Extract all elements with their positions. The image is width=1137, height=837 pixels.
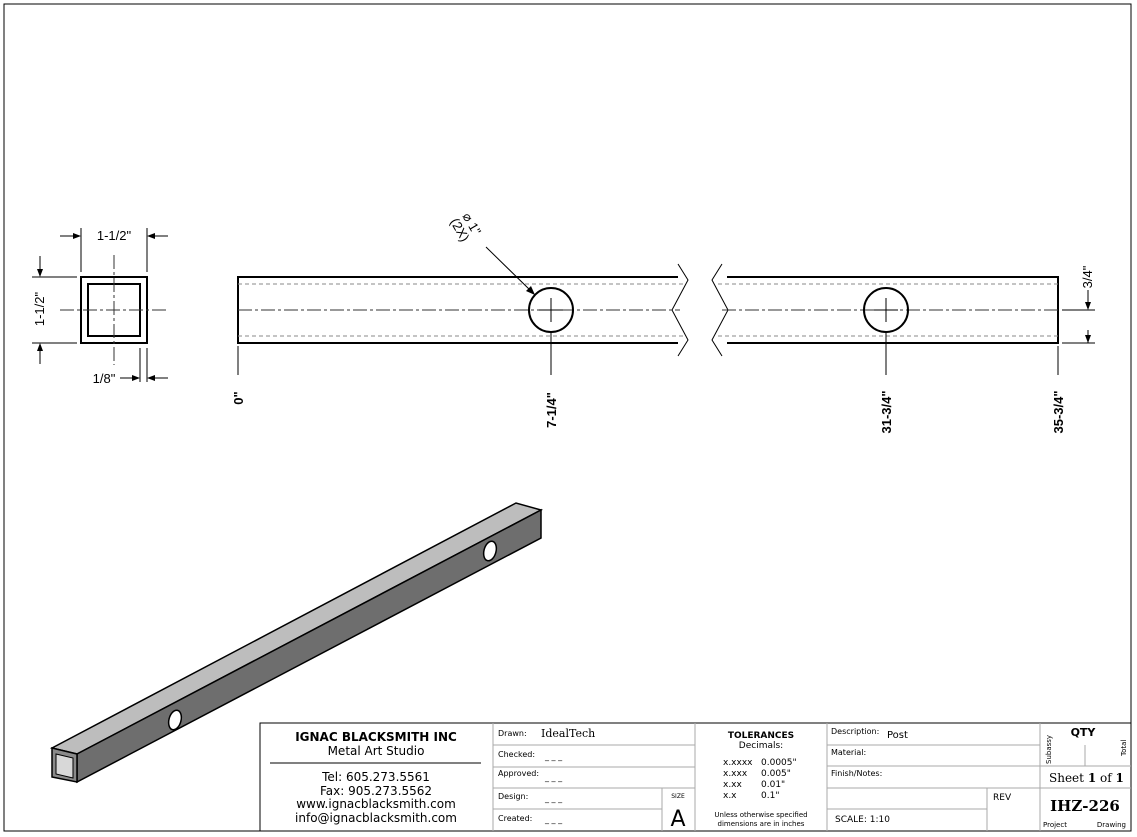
section-height-label: 1-1/2" <box>32 291 47 326</box>
checked-value: _ _ _ <box>544 752 563 761</box>
created-label: Created: <box>498 814 532 823</box>
company-name: IGNAC BLACKSMITH INC <box>295 730 457 744</box>
design-label: Design: <box>498 792 528 801</box>
front-view: 0" 7-1/4" 31-3/4" 35-3/4" 3/4" ⌀ 1" (2X) <box>231 210 1095 434</box>
company-fax: Fax: 905.273.5562 <box>320 784 432 798</box>
material-label: Material: <box>831 748 866 757</box>
sheet-indicator: Sheet 1 of 1 <box>1049 771 1124 785</box>
description-value: Post <box>887 730 908 741</box>
tolerances-title: TOLERANCES <box>728 731 794 741</box>
drawn-label: Drawn: <box>498 729 527 738</box>
approved-label: Approved: <box>498 769 539 778</box>
qty-label: QTY <box>1071 726 1097 739</box>
company-tel: Tel: 605.273.5561 <box>321 770 430 784</box>
section-width-label: 1-1/2" <box>97 228 132 243</box>
drawn-value: IdealTech <box>541 727 595 740</box>
company-email: info@ignacblacksmith.com <box>295 811 457 825</box>
tolerance-value: 0.0005" <box>761 758 797 768</box>
description-label: Description: <box>831 727 879 736</box>
section-view: 1-1/2" 1-1/2" 1/8" <box>32 228 168 386</box>
height-label: 3/4" <box>1080 265 1095 288</box>
units-note: dimensions are in inches <box>718 820 805 828</box>
company-subtitle: Metal Art Studio <box>328 744 425 758</box>
finish-notes-label: Finish/Notes: <box>831 769 882 778</box>
tolerance-format: x.xx <box>723 780 743 790</box>
project-label: Project <box>1043 821 1067 829</box>
scale-label: SCALE: 1:10 <box>835 815 890 825</box>
size-label: SIZE <box>671 793 685 800</box>
title-block: IGNAC BLACKSMITH INC Metal Art Studio Te… <box>259 722 1132 832</box>
units-note: Unless otherwise specified <box>714 811 807 819</box>
subassy-label: Subassy <box>1045 735 1053 764</box>
tolerance-value: 0.1" <box>761 791 779 801</box>
drawing-number: IHZ-226 <box>1050 797 1120 815</box>
drawing-label: Drawing <box>1097 821 1126 829</box>
company-website: www.ignacblacksmith.com <box>296 797 456 811</box>
position-label-3: 35-3/4" <box>1051 390 1066 433</box>
rev-label: REV <box>993 793 1012 803</box>
tolerance-value: 0.01" <box>761 780 785 790</box>
approved-value: _ _ _ <box>544 773 563 782</box>
position-label-2: 31-3/4" <box>879 390 894 433</box>
position-label-0: 0" <box>231 391 246 404</box>
tolerance-format: x.xxxx <box>723 758 753 768</box>
checked-label: Checked: <box>498 750 535 759</box>
tolerance-value: 0.005" <box>761 769 791 779</box>
decimals-label: Decimals: <box>739 741 783 751</box>
tolerance-format: x.xxx <box>723 769 748 779</box>
size-value: A <box>670 807 685 832</box>
isometric-view <box>49 502 544 784</box>
total-label: Total <box>1120 740 1128 757</box>
design-value: _ _ _ <box>544 794 563 803</box>
created-value: _ _ _ <box>544 815 563 824</box>
position-label-1: 7-1/4" <box>544 392 559 428</box>
tolerance-format: x.x <box>723 791 737 801</box>
wall-thickness-label: 1/8" <box>93 371 116 386</box>
